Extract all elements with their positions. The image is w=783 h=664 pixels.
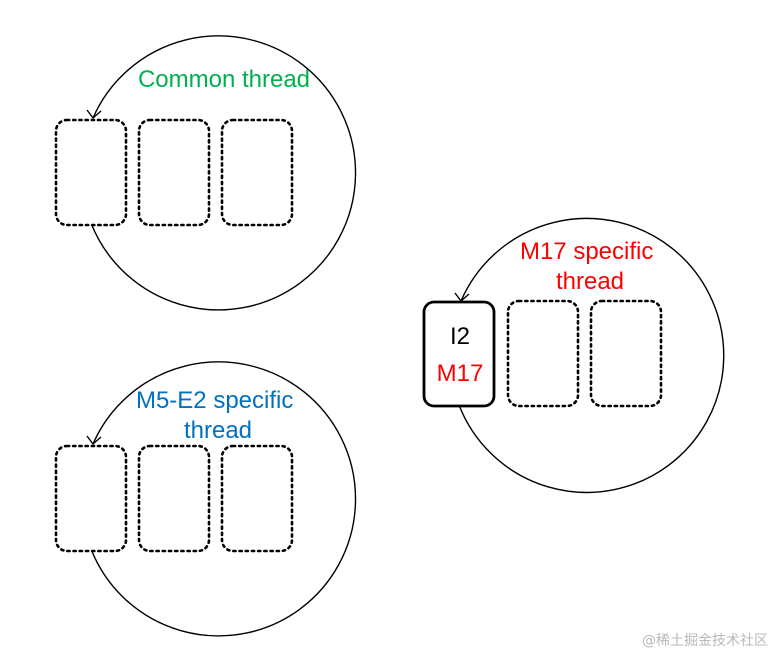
m5e2-thread-cycle-arc xyxy=(90,361,357,637)
m17-thread-slot-2 xyxy=(506,299,580,408)
m17-thread-arrow-head xyxy=(454,292,470,303)
m17-thread-occupied-slot xyxy=(422,300,496,408)
common-thread-arrow-head xyxy=(86,109,102,120)
m5e2-thread-slot-1 xyxy=(54,444,128,553)
m5e2-thread-slot-2 xyxy=(137,444,211,553)
m5e2-thread-group: M5-E2 specific thread xyxy=(54,361,357,637)
common-thread-slot-2 xyxy=(137,118,211,227)
m17-slot-thread-tag: M17 xyxy=(437,360,484,387)
m5e2-thread-label-line-2: thread xyxy=(184,417,252,444)
m17-thread-label-line-1: M17 specific xyxy=(520,238,653,265)
common-thread-cycle-arc xyxy=(90,35,357,311)
m5e2-thread-arrow-head xyxy=(86,435,102,446)
common-thread-group: Common thread xyxy=(54,35,357,311)
watermark-text: @稀土掘金技术社区 xyxy=(642,633,768,649)
common-thread-label: Common thread xyxy=(138,66,310,93)
m17-thread-group: M17 specific thread I2 M17 xyxy=(422,217,725,494)
m17-thread-label-line-2: thread xyxy=(556,268,624,295)
m5e2-thread-label-line-1: M5-E2 specific xyxy=(136,387,293,414)
common-thread-slot-1 xyxy=(54,118,128,227)
m5e2-thread-slot-3 xyxy=(220,444,294,553)
m17-thread-label: M17 specific thread xyxy=(520,238,660,295)
m17-thread-cycle-arc xyxy=(458,217,725,494)
common-thread-slot-3 xyxy=(220,118,294,227)
m17-slot-task-id: I2 xyxy=(450,323,470,350)
m5e2-thread-label: M5-E2 specific thread xyxy=(136,387,300,444)
common-thread-label-line-1: Common thread xyxy=(138,66,310,93)
m17-thread-slot-3 xyxy=(589,299,663,408)
